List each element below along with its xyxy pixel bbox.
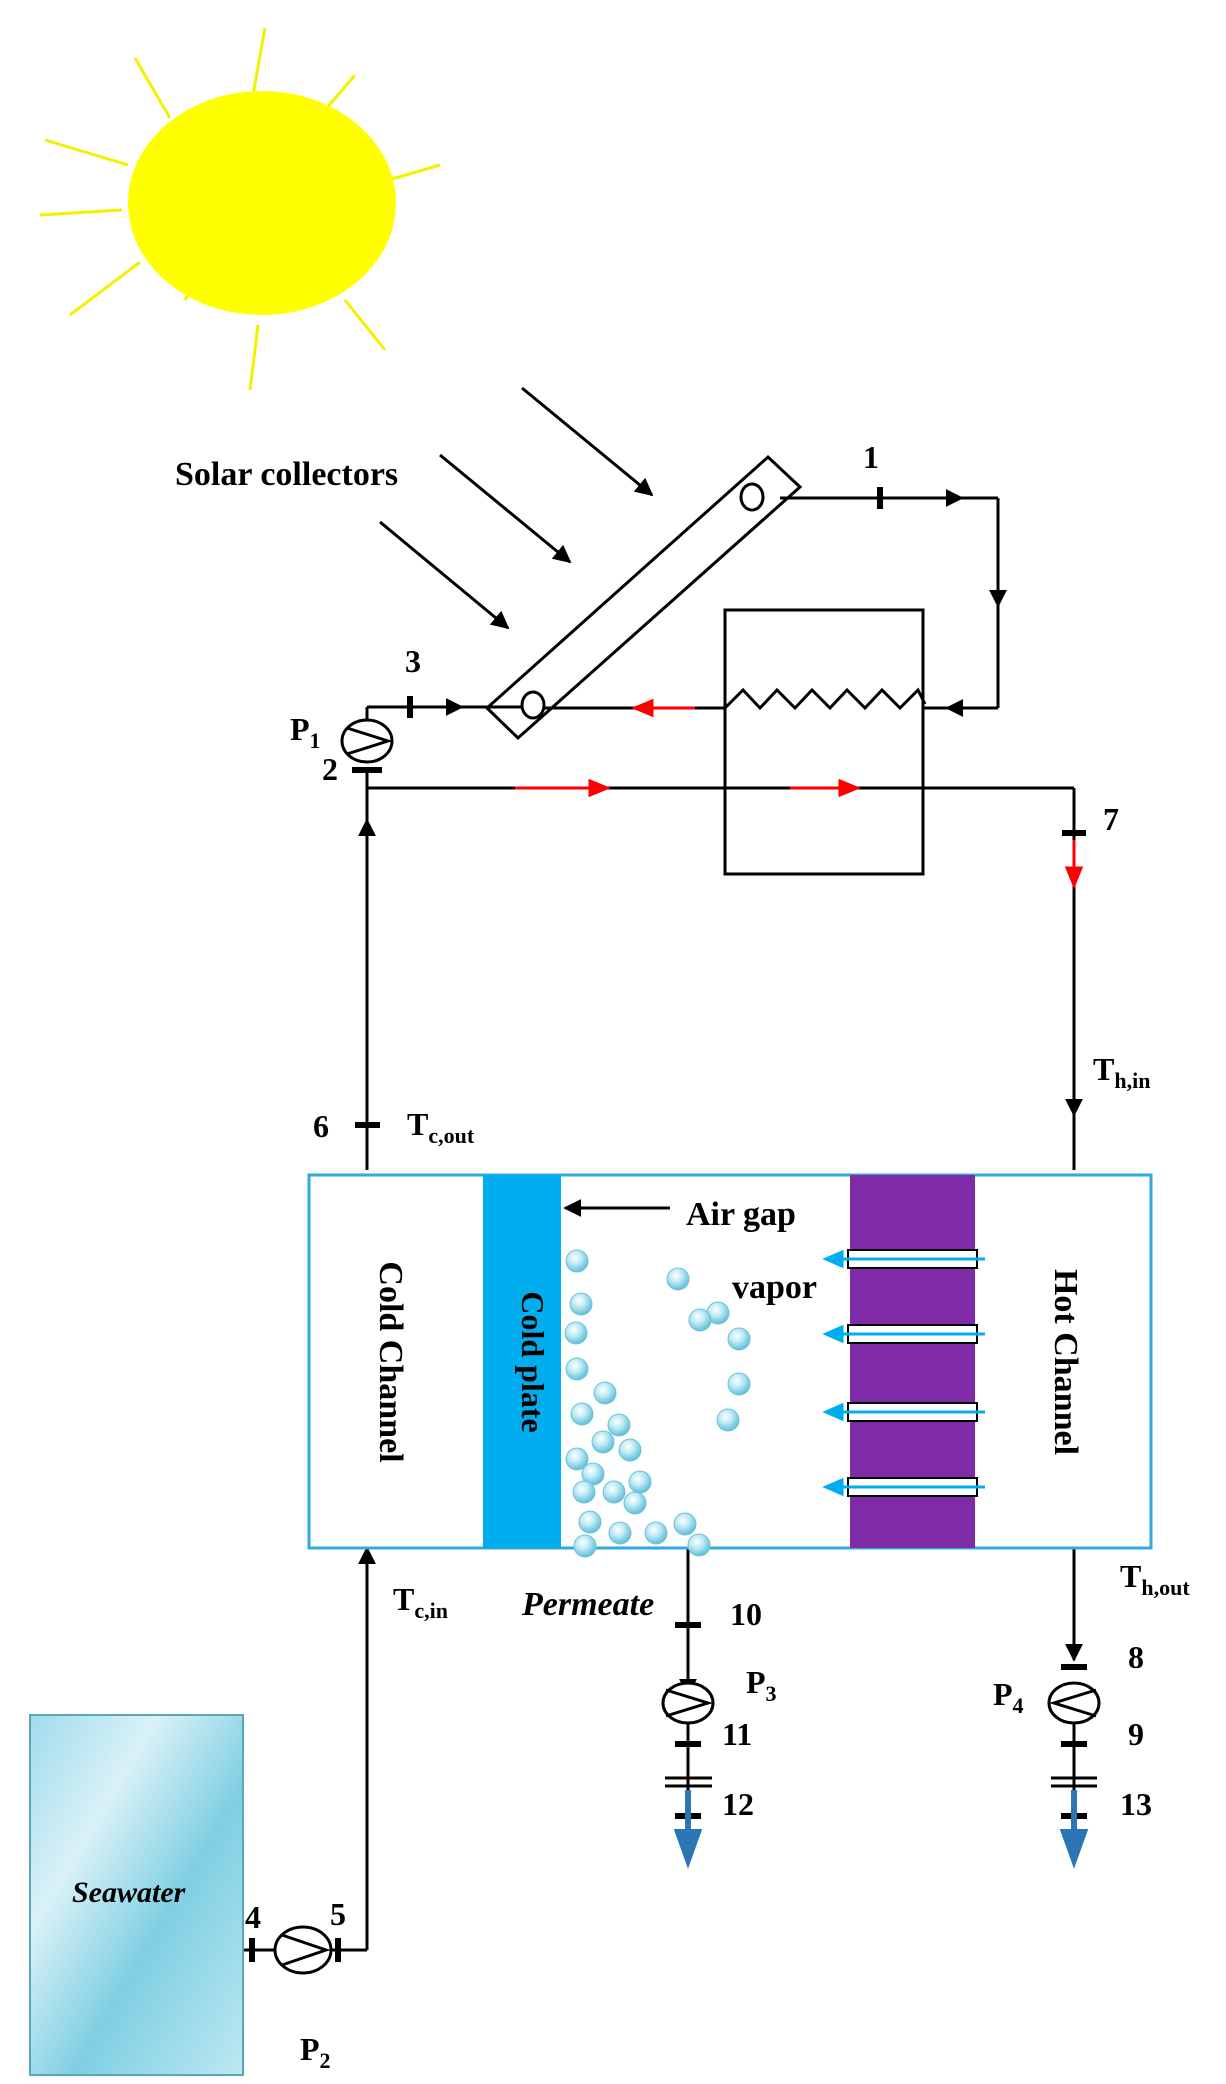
state-12: 12 bbox=[722, 1786, 754, 1822]
state-6: 6 bbox=[313, 1108, 329, 1144]
state-number-labels: 1 2 3 4 5 6 7 8 9 10 11 12 13 bbox=[245, 439, 1152, 1935]
membrane-module bbox=[307, 1173, 1153, 1558]
pump-p4-icon bbox=[1047, 1681, 1101, 1725]
cold-plate bbox=[483, 1175, 561, 1548]
pump-p3-label: P3 bbox=[746, 1664, 777, 1706]
state-13: 13 bbox=[1120, 1786, 1152, 1822]
hot-flow-arrows bbox=[515, 698, 1084, 889]
collector-outlet-port bbox=[739, 482, 765, 512]
pump-p2-icon bbox=[273, 1925, 333, 1975]
drain-bars bbox=[665, 1776, 1097, 1788]
pump-p2-label: P2 bbox=[300, 2031, 331, 2073]
state-5: 5 bbox=[330, 1896, 346, 1932]
pump-p1-label: P1 bbox=[290, 711, 321, 753]
pump-p4-label: P4 bbox=[993, 1676, 1024, 1718]
cold-channel-label: Cold Channel bbox=[372, 1261, 409, 1462]
cold-plate-label: Cold plate bbox=[515, 1291, 551, 1432]
vapor-arrows bbox=[822, 1249, 985, 1497]
pump-p3-icon bbox=[661, 1681, 715, 1725]
state-8: 8 bbox=[1128, 1639, 1144, 1675]
state-1: 1 bbox=[863, 439, 879, 475]
drain-arrows bbox=[673, 1790, 1089, 1869]
th-in-label: Th,in bbox=[1093, 1051, 1150, 1093]
heat-exchanger bbox=[723, 608, 927, 876]
seawater-tank bbox=[29, 1714, 244, 2076]
collector-inlet-port bbox=[520, 690, 546, 720]
state-2: 2 bbox=[322, 751, 338, 787]
state-9: 9 bbox=[1128, 1716, 1144, 1752]
state-10: 10 bbox=[730, 1596, 762, 1632]
th-out-label: Th,out bbox=[1120, 1558, 1190, 1600]
state-4: 4 bbox=[245, 1899, 261, 1935]
condensate-droplets bbox=[564, 1249, 751, 1558]
radiation-arrows bbox=[379, 386, 654, 630]
state-7: 7 bbox=[1103, 801, 1119, 837]
module-frame bbox=[307, 1173, 1153, 1550]
tc-in-label: Tc,in bbox=[393, 1581, 448, 1623]
solar-collectors-label: Solar collectors bbox=[175, 456, 398, 493]
permeate-label: Permeate bbox=[521, 1586, 654, 1623]
air-gap-label: Air gap bbox=[686, 1196, 796, 1233]
solar-collector bbox=[484, 454, 803, 741]
state-11: 11 bbox=[722, 1716, 752, 1752]
hot-channel-label: Hot Channel bbox=[1047, 1269, 1084, 1455]
state-3: 3 bbox=[405, 643, 421, 679]
tc-out-label: Tc,out bbox=[407, 1106, 475, 1148]
sun-icon bbox=[39, 27, 441, 391]
heat-exchanger-coil bbox=[723, 687, 927, 711]
pump-p1-icon bbox=[340, 718, 394, 764]
state-markers bbox=[249, 487, 1087, 1962]
vapor-label: vapor bbox=[732, 1269, 817, 1306]
seawater-label: Seawater bbox=[72, 1876, 186, 1909]
